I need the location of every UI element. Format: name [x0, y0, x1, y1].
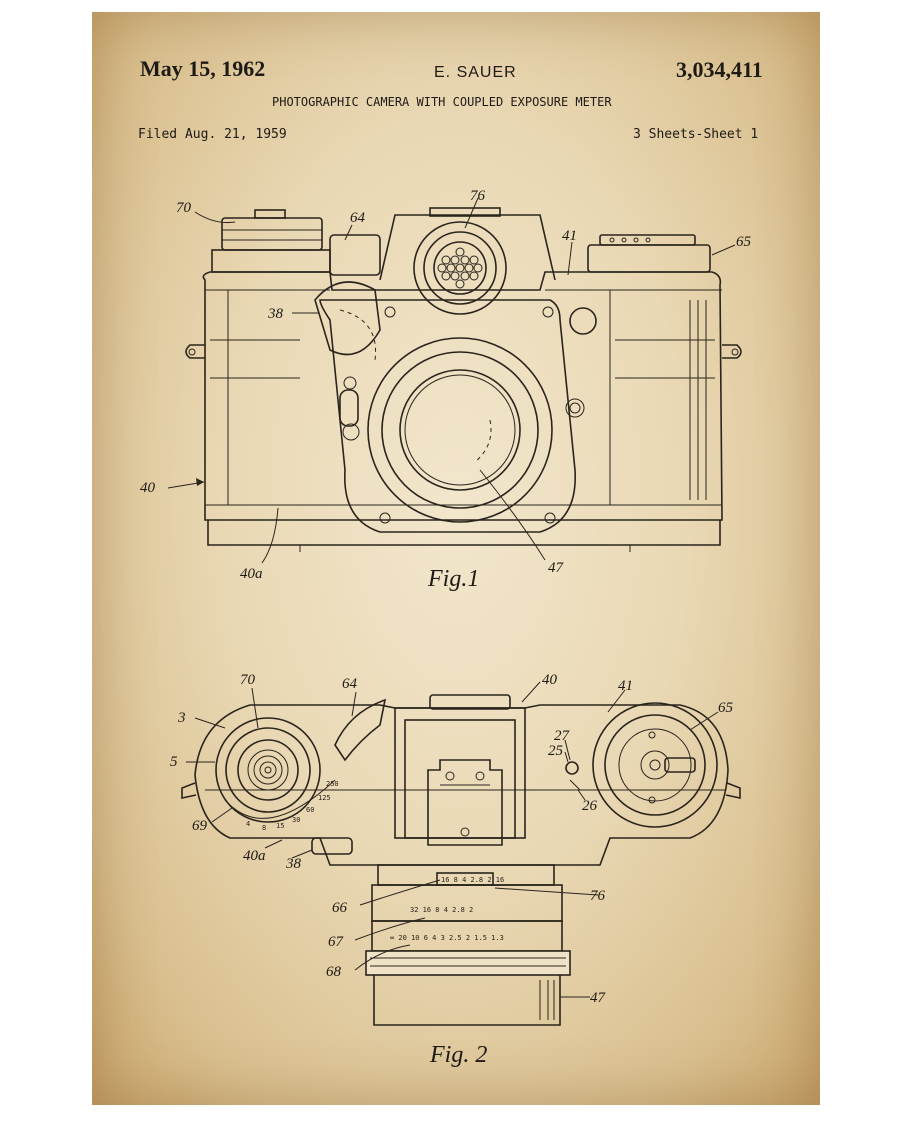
- fig1-ref-41: 41: [562, 228, 577, 244]
- fig2-ref-25: 25: [548, 743, 564, 759]
- fig2-camera-top: 4 8 15 30 60 125 250 16 8 4 2.8: [181, 681, 741, 1026]
- shutter-60: 60: [306, 806, 314, 814]
- fig1-camera-front: [167, 197, 742, 564]
- sheet-count: 3 Sheets-Sheet 1: [633, 127, 759, 142]
- shutter-8: 8: [262, 824, 266, 832]
- shutter-15: 15: [276, 822, 284, 830]
- fig2-ref-70: 70: [240, 672, 256, 688]
- fig2-ref-76: 76: [590, 888, 606, 904]
- fig1-ref-70: 70: [176, 200, 192, 216]
- filed-date: Filed Aug. 21, 1959: [138, 127, 287, 142]
- fig2-ref-3: 3: [177, 710, 186, 726]
- fig2-ref-38: 38: [285, 856, 302, 872]
- patent-title: PHOTOGRAPHIC CAMERA WITH COUPLED EXPOSUR…: [272, 95, 612, 109]
- fig2-label: Fig. 2: [429, 1042, 487, 1068]
- fig2-ref-66: 66: [332, 900, 348, 916]
- fig1-label: Fig.1: [427, 566, 479, 592]
- fig2-ref-67: 67: [328, 934, 345, 950]
- fig2-ref-5: 5: [170, 754, 178, 770]
- distance-scale: ∞ 20 10 6 4 3 2.5 2 1.5 1.3: [390, 934, 504, 942]
- fig1-ref-40a: 40a: [240, 566, 263, 582]
- shutter-250: 250: [326, 780, 339, 788]
- fig2-ref-69: 69: [192, 818, 208, 834]
- inventor-name: E. SAUER: [434, 64, 517, 81]
- patent-sheet: [92, 12, 820, 1105]
- aperture-scale: 32 16 8 4 2.8 2: [410, 906, 473, 914]
- fig2-ref-27: 27: [554, 728, 571, 744]
- fig1-ref-38: 38: [267, 306, 284, 322]
- fig2-ref-40: 40: [542, 672, 558, 688]
- fig1-ref-64: 64: [350, 210, 366, 226]
- patent-number: 3,034,411: [676, 57, 763, 82]
- fig1-ref-76: 76: [470, 188, 486, 204]
- fig2-ref-68: 68: [326, 964, 342, 980]
- shutter-30: 30: [292, 816, 300, 824]
- shutter-4: 4: [246, 820, 250, 828]
- fig2-ref-41: 41: [618, 678, 633, 694]
- fig1-ref-40: 40: [140, 480, 156, 496]
- fig2-ref-65: 65: [718, 700, 734, 716]
- fig2-ref-47: 47: [590, 990, 607, 1006]
- fig2-ref-26: 26: [582, 798, 598, 814]
- fig2-ref-64: 64: [342, 676, 358, 692]
- fig1-ref-47: 47: [548, 560, 565, 576]
- fig1-ref-65: 65: [736, 234, 752, 250]
- shutter-125: 125: [318, 794, 331, 802]
- meter-honeycomb: [437, 247, 483, 289]
- meter-window-scale: 16 8 4 2.8 2 16: [441, 876, 504, 884]
- fig2-ref-40a: 40a: [243, 848, 266, 864]
- patent-date: May 15, 1962: [140, 56, 266, 81]
